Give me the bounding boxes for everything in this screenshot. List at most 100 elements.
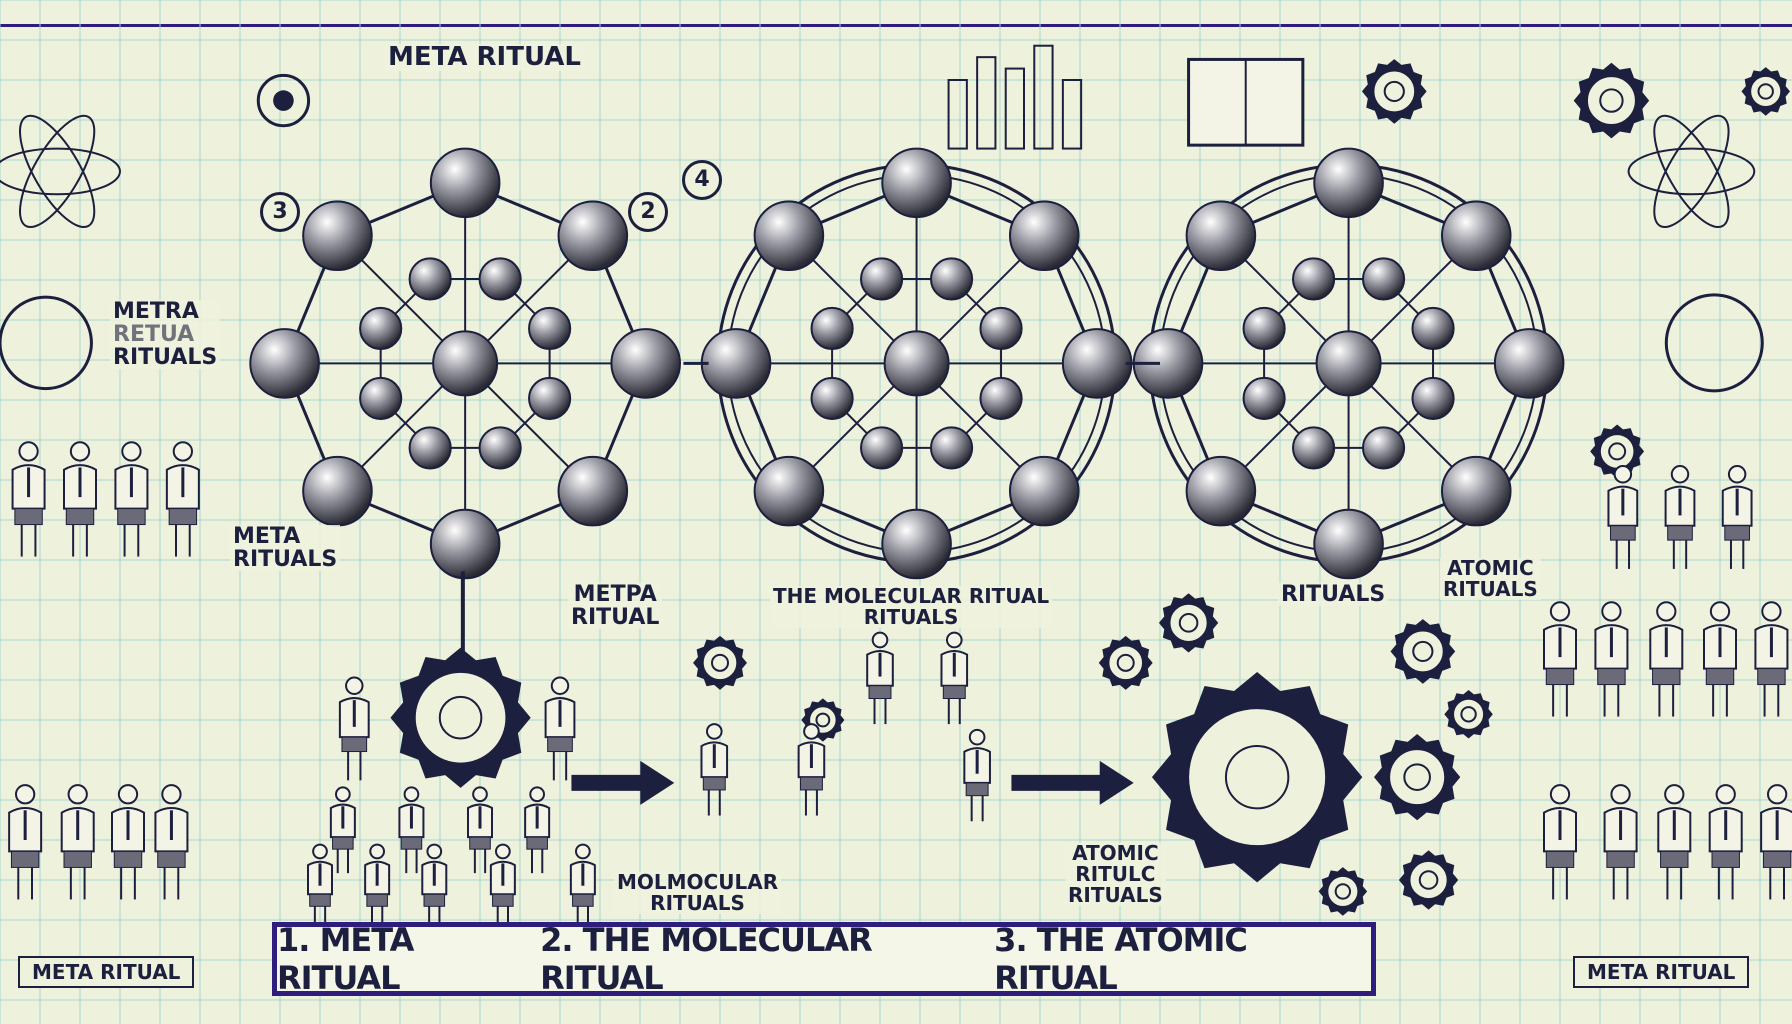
molecular-network-center-atom: [883, 330, 950, 397]
person-icon-head: [705, 723, 723, 740]
label-line: MOLMOCULAR: [617, 870, 779, 894]
person-icon-skirt: [423, 893, 446, 907]
person-icon-head: [472, 786, 488, 803]
meta-network-atom: [478, 426, 522, 470]
person-icon-head: [161, 784, 182, 805]
gear-icon-inner: [1748, 73, 1784, 109]
person-icon-skirt: [1545, 850, 1575, 868]
label-line: RITUALS: [113, 345, 218, 371]
molecular-network-atom: [1008, 455, 1080, 527]
person-icon-skirt: [572, 893, 594, 907]
person-icon-skirt: [341, 736, 368, 753]
atomic-network-atom: [1440, 455, 1512, 527]
person-icon-head: [1767, 784, 1788, 805]
gear-icon-hub: [1224, 744, 1290, 810]
gear-icon-inner: [1106, 643, 1146, 683]
atomic-network-atom: [1361, 257, 1406, 301]
gear-icon-hub: [438, 695, 483, 740]
label-line: META: [233, 524, 301, 549]
molecular-network-atom: [929, 257, 974, 301]
person-icon-head: [1664, 784, 1685, 805]
meta-network-atom: [429, 508, 501, 580]
person-icon-head: [1715, 784, 1736, 805]
bar-chart-icon: [1004, 67, 1026, 150]
gear-icon-inner: [1371, 68, 1418, 115]
banner-item-atomic-ritual: 3. THE ATOMIC RITUAL: [994, 921, 1248, 997]
label-rituals: RITUALS: [1278, 583, 1389, 606]
molecular-network-atom: [860, 426, 904, 470]
molecular-network-atom: [1008, 200, 1080, 272]
arrow-right-icon: [571, 774, 645, 791]
summary-banner: 1. META RITUAL 2. THE MOLECULAR RITUAL 3…: [272, 921, 1376, 997]
person-icon-skirt: [168, 508, 198, 526]
atomic-network-atom: [1313, 147, 1384, 219]
molecular-network-atom: [860, 257, 904, 301]
atom-orbit-icon: [1653, 114, 1730, 229]
person-icon-head: [871, 631, 889, 649]
gear-icon-hub: [1383, 80, 1405, 103]
gear-icon-hub: [1403, 763, 1431, 791]
molecular-network-atom: [1061, 328, 1133, 399]
person-icon-head: [968, 728, 986, 746]
person-icon-head: [803, 723, 820, 740]
label-line: RITUALS: [650, 891, 745, 915]
person-icon-head: [345, 676, 364, 695]
atomic-network-atom: [1493, 328, 1565, 399]
meta-ritual-box-left: META RITUAL: [18, 956, 195, 988]
atomic-network-atom: [1313, 508, 1384, 580]
molecular-network-atom: [881, 508, 952, 580]
person-icon-skirt: [965, 782, 989, 797]
step-number-2: 2: [628, 192, 668, 232]
person-icon-skirt: [157, 850, 186, 868]
label-line: RITUALS: [863, 605, 959, 629]
person-icon-skirt: [799, 776, 823, 791]
meta-network-atom: [610, 328, 682, 399]
label-line: THE MOLECULAR RITUAL: [773, 584, 1050, 608]
atomic-network-atom: [1361, 426, 1406, 470]
person-icon-head: [1549, 784, 1571, 805]
atomic-network-atom: [1292, 257, 1336, 301]
meta-network-atom: [478, 257, 522, 301]
gear-icon-inner: [700, 643, 740, 683]
gear-icon-hub: [1599, 88, 1624, 113]
meta-network-atom: [408, 257, 452, 301]
person-icon-skirt: [1610, 525, 1636, 541]
eye-icon-pupil: [273, 90, 294, 111]
meta-network-atom: [408, 426, 452, 470]
gear-icon-inner: [1387, 747, 1448, 808]
atom-orbit-icon: [19, 114, 96, 229]
gear-icon-hub: [1412, 640, 1434, 663]
label-atomic-ritulc-rituals: ATOMIC RITULC RITUALS: [1065, 843, 1166, 906]
person-icon-head: [1610, 784, 1631, 805]
arrow-right-icon: [1011, 774, 1104, 791]
gear-icon-inner: [1325, 873, 1361, 909]
meta-ritual-box-right: META RITUAL: [1573, 956, 1750, 988]
person-icon-head: [575, 843, 591, 860]
label-line: RITUALS: [233, 547, 338, 573]
gear-icon-hub: [1334, 883, 1352, 900]
person-icon-skirt: [63, 850, 92, 868]
person-icon-head: [426, 843, 443, 860]
person-icon-skirt: [117, 508, 146, 526]
person-icon-skirt: [1762, 850, 1792, 868]
atomic-network-atom: [1185, 455, 1257, 527]
person-icon-skirt: [400, 836, 423, 850]
bar-chart-icon: [947, 79, 968, 150]
top-frame-line: [0, 0, 1792, 27]
person-icon-head: [67, 784, 88, 805]
gear-icon-hub: [815, 712, 831, 728]
molecular-network-atom: [881, 147, 952, 219]
person-icon-skirt: [1724, 525, 1750, 541]
person-icon-head: [121, 441, 142, 462]
person-icon-skirt: [65, 508, 95, 526]
molecular-network-atom: [810, 376, 854, 420]
arrow-right-icon-head: [640, 760, 675, 805]
person-icon-head: [18, 441, 39, 462]
atomic-network-atom: [1242, 376, 1286, 420]
label-metpa-ritual: METPA RITUAL: [568, 583, 663, 629]
atom-orbit-icon: [1653, 114, 1730, 229]
bar-chart-icon: [976, 56, 997, 150]
gear-icon-inner: [412, 669, 509, 766]
label-line: RITUALS: [1443, 577, 1538, 601]
